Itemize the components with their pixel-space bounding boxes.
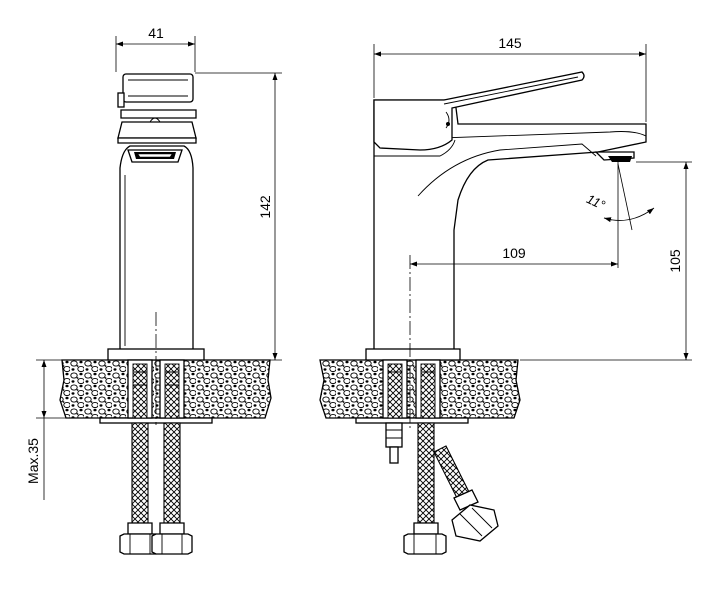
dim-spout-reach: 109 [410,245,618,267]
side-lever [373,71,585,151]
front-hoses [119,359,193,555]
dim-side-length-label: 145 [498,35,522,51]
front-body [119,145,194,349]
side-aerator [594,151,635,162]
dim-spout-height-label: 105 [667,249,683,273]
dim-spout-angle-label: 11° [584,191,607,212]
dim-mount-thickness-label: Max.35 [25,438,41,484]
front-view: 41 142 Max.35 [25,25,282,555]
dim-mount-thickness: Max.35 [25,359,66,500]
dim-spout-height: 105 [520,161,692,361]
side-hoses [382,359,499,555]
dim-front-height: 142 [195,72,282,361]
dim-front-height-label: 142 [257,195,273,219]
dim-side-length: 145 [373,35,647,122]
side-body [373,99,647,349]
dim-front-width-label: 41 [148,25,164,41]
front-lever [117,73,197,144]
side-view: 145 109 105 11° [319,35,692,555]
dim-spout-angle: 11° [584,191,655,223]
dim-front-width: 41 [115,25,196,72]
side-base-flange [365,348,461,361]
dim-spout-reach-label: 109 [502,245,526,261]
front-aerator [127,149,183,163]
